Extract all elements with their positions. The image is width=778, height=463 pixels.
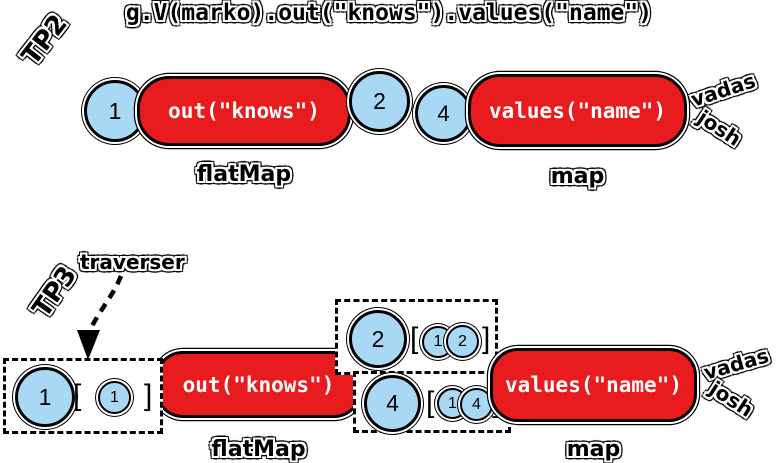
tp3-traverser-circle-4: 4 bbox=[364, 375, 421, 432]
bulk-value: 4 bbox=[472, 395, 481, 413]
tp2-traverser-circle-1: 1 bbox=[84, 80, 146, 142]
traverser-value: 2 bbox=[373, 88, 386, 114]
bulk-close-bracket: ] bbox=[144, 379, 153, 412]
tp2-traverser-circle-2: 2 bbox=[349, 71, 410, 132]
tp3-traverser-box-4: 4 [ 1 4 ] bbox=[353, 371, 511, 433]
tp2-result-josh: josh bbox=[693, 105, 746, 151]
bulk-value: 1 bbox=[448, 394, 457, 412]
traverser-arrow-icon bbox=[77, 275, 124, 360]
tp2-values-name-step: values("name") bbox=[468, 74, 687, 147]
bulk-circle: 2 bbox=[446, 325, 479, 358]
tp2-out-knows-step: out("knows") bbox=[137, 76, 351, 146]
tp3-traverser-box-1: 1 [ 1 ] bbox=[3, 358, 163, 434]
bulk-value: 2 bbox=[458, 332, 467, 350]
tp3-values-name-step: values("name") bbox=[490, 348, 697, 422]
tp2-traverser-circle-4: 4 bbox=[415, 85, 472, 142]
traverser-value: 4 bbox=[437, 100, 450, 126]
bulk-circle: 1 bbox=[98, 381, 131, 414]
tp3-traverser-label: traverser bbox=[80, 250, 185, 274]
tp3-out-knows-step: out("knows") bbox=[155, 351, 362, 418]
bulk-value: 1 bbox=[433, 333, 443, 350]
tp3-flatmap-label: flatMap bbox=[211, 437, 306, 462]
bulk-open-bracket: [ bbox=[426, 386, 435, 419]
step-label: values("name") bbox=[488, 98, 666, 123]
traverser-value: 2 bbox=[371, 325, 385, 352]
step-label: values("name") bbox=[504, 373, 682, 397]
bulk-close-bracket: ] bbox=[482, 322, 491, 355]
traverser-value: 1 bbox=[108, 97, 122, 124]
tp3-traverser-circle-1: 1 bbox=[15, 367, 75, 427]
step-label: out("knows") bbox=[168, 99, 320, 123]
bulk-open-bracket: [ bbox=[410, 322, 419, 355]
tp2-result-vadas: vadas bbox=[687, 68, 759, 112]
step-label: out("knows") bbox=[182, 372, 335, 397]
tp3-map-label: map bbox=[566, 437, 621, 462]
tp3-traverser-box-2: 2 [ 1 2 ] bbox=[335, 299, 498, 375]
tp3-result-vadas: vadas bbox=[700, 343, 772, 385]
tp3-traverser-circle-2: 2 bbox=[349, 310, 407, 368]
bulk-value: 1 bbox=[110, 388, 119, 406]
tp2-flatmap-label: flatMap bbox=[196, 162, 292, 187]
bulk-open-bracket: [ bbox=[73, 379, 82, 412]
traverser-value: 4 bbox=[386, 390, 399, 416]
tp2-map-label: map bbox=[550, 164, 605, 189]
gremlin-query-title: g.V(marko).out("knows").values("name") bbox=[125, 0, 653, 26]
bulk-circle: 4 bbox=[460, 388, 493, 421]
traverser-value: 1 bbox=[38, 383, 52, 410]
tp3-result-josh: josh bbox=[705, 376, 758, 422]
